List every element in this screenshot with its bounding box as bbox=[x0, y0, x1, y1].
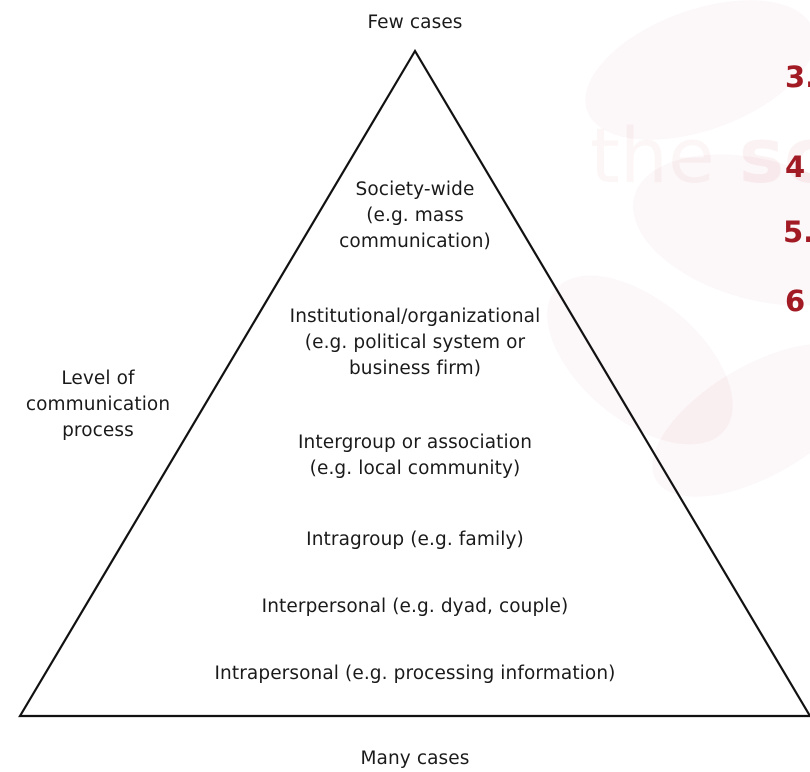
level-society-wide: Society-wide (e.g. mass communication) bbox=[339, 179, 491, 252]
level-intergroup: Intergroup or association (e.g. local co… bbox=[297, 432, 533, 479]
level-intrapersonal: Intrapersonal (e.g. processing informati… bbox=[214, 663, 616, 684]
level-intragroup: Intragroup (e.g. family) bbox=[306, 529, 524, 550]
slide-number-3: 3. bbox=[785, 60, 810, 94]
level-institutional: Institutional/organizational (e.g. polit… bbox=[289, 306, 541, 379]
watermark-text: the sc bbox=[590, 111, 810, 200]
top-label: Few cases bbox=[367, 12, 463, 33]
slide-number-6: 6 bbox=[785, 284, 806, 318]
slide-number-4: 4 bbox=[785, 150, 806, 184]
level-interpersonal: Interpersonal (e.g. dyad, couple) bbox=[261, 596, 569, 617]
side-label: Level of communication process bbox=[25, 368, 171, 441]
bottom-label: Many cases bbox=[360, 748, 470, 769]
pyramid-outline bbox=[18, 48, 810, 718]
slide-number-5: 5. bbox=[783, 215, 810, 249]
